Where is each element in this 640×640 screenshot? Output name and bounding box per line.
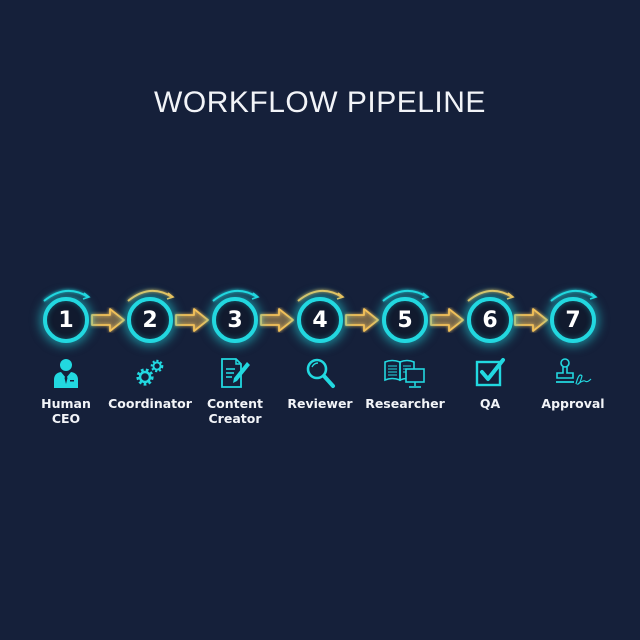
step-label-4: Reviewer	[270, 396, 370, 411]
arrow-right-icon	[175, 308, 209, 332]
label-line: Human	[41, 396, 91, 411]
label-line: Reviewer	[287, 396, 353, 411]
gears-icon	[136, 359, 164, 386]
label-line: QA	[479, 396, 501, 411]
step-number: 2	[142, 307, 158, 333]
step-label-7: Approval	[523, 396, 623, 411]
arrow-right-icon	[91, 308, 125, 332]
step-number: 6	[482, 307, 498, 333]
gold-arc-icon	[127, 290, 175, 302]
label-line: Coordinator	[108, 396, 192, 411]
step-number: 3	[227, 307, 243, 333]
label-line: CEO	[51, 411, 81, 426]
gold-arc-icon	[297, 290, 345, 302]
cyan-arc-icon	[382, 290, 430, 302]
arrow-right-icon	[345, 308, 379, 332]
label-line: Creator	[208, 411, 262, 426]
arrow-right-icon	[430, 308, 464, 332]
label-line: Approval	[541, 396, 605, 411]
step-node-6: 6	[467, 297, 513, 343]
checkbox-icon	[475, 358, 505, 387]
step-number: 1	[58, 307, 74, 333]
step-node-7: 7	[550, 297, 596, 343]
magnifier-icon	[306, 358, 335, 388]
label-line: Researcher	[365, 396, 445, 411]
step-node-4: 4	[297, 297, 343, 343]
step-number: 5	[397, 307, 413, 333]
stamp-signature-icon	[556, 358, 592, 385]
arrow-right-icon	[260, 308, 294, 332]
step-label-5: Researcher	[355, 396, 455, 411]
step-number: 4	[312, 307, 328, 333]
book-computer-icon	[384, 359, 425, 388]
step-node-1: 1	[43, 297, 89, 343]
label-line: Content	[207, 396, 263, 411]
cyan-arc-icon	[550, 290, 598, 302]
step-node-5: 5	[382, 297, 428, 343]
cyan-arc-icon	[212, 290, 260, 302]
document-pen-icon	[221, 358, 250, 388]
step-node-3: 3	[212, 297, 258, 343]
person-icon	[54, 359, 78, 388]
arrow-right-icon	[514, 308, 548, 332]
cyan-arc-icon	[43, 290, 91, 302]
step-label-6: QA	[440, 396, 540, 411]
step-number: 7	[565, 307, 581, 333]
step-node-2: 2	[127, 297, 173, 343]
page-title: WORKFLOW PIPELINE	[154, 86, 486, 119]
step-label-2: Coordinator	[100, 396, 200, 411]
gold-arc-icon	[467, 290, 515, 302]
